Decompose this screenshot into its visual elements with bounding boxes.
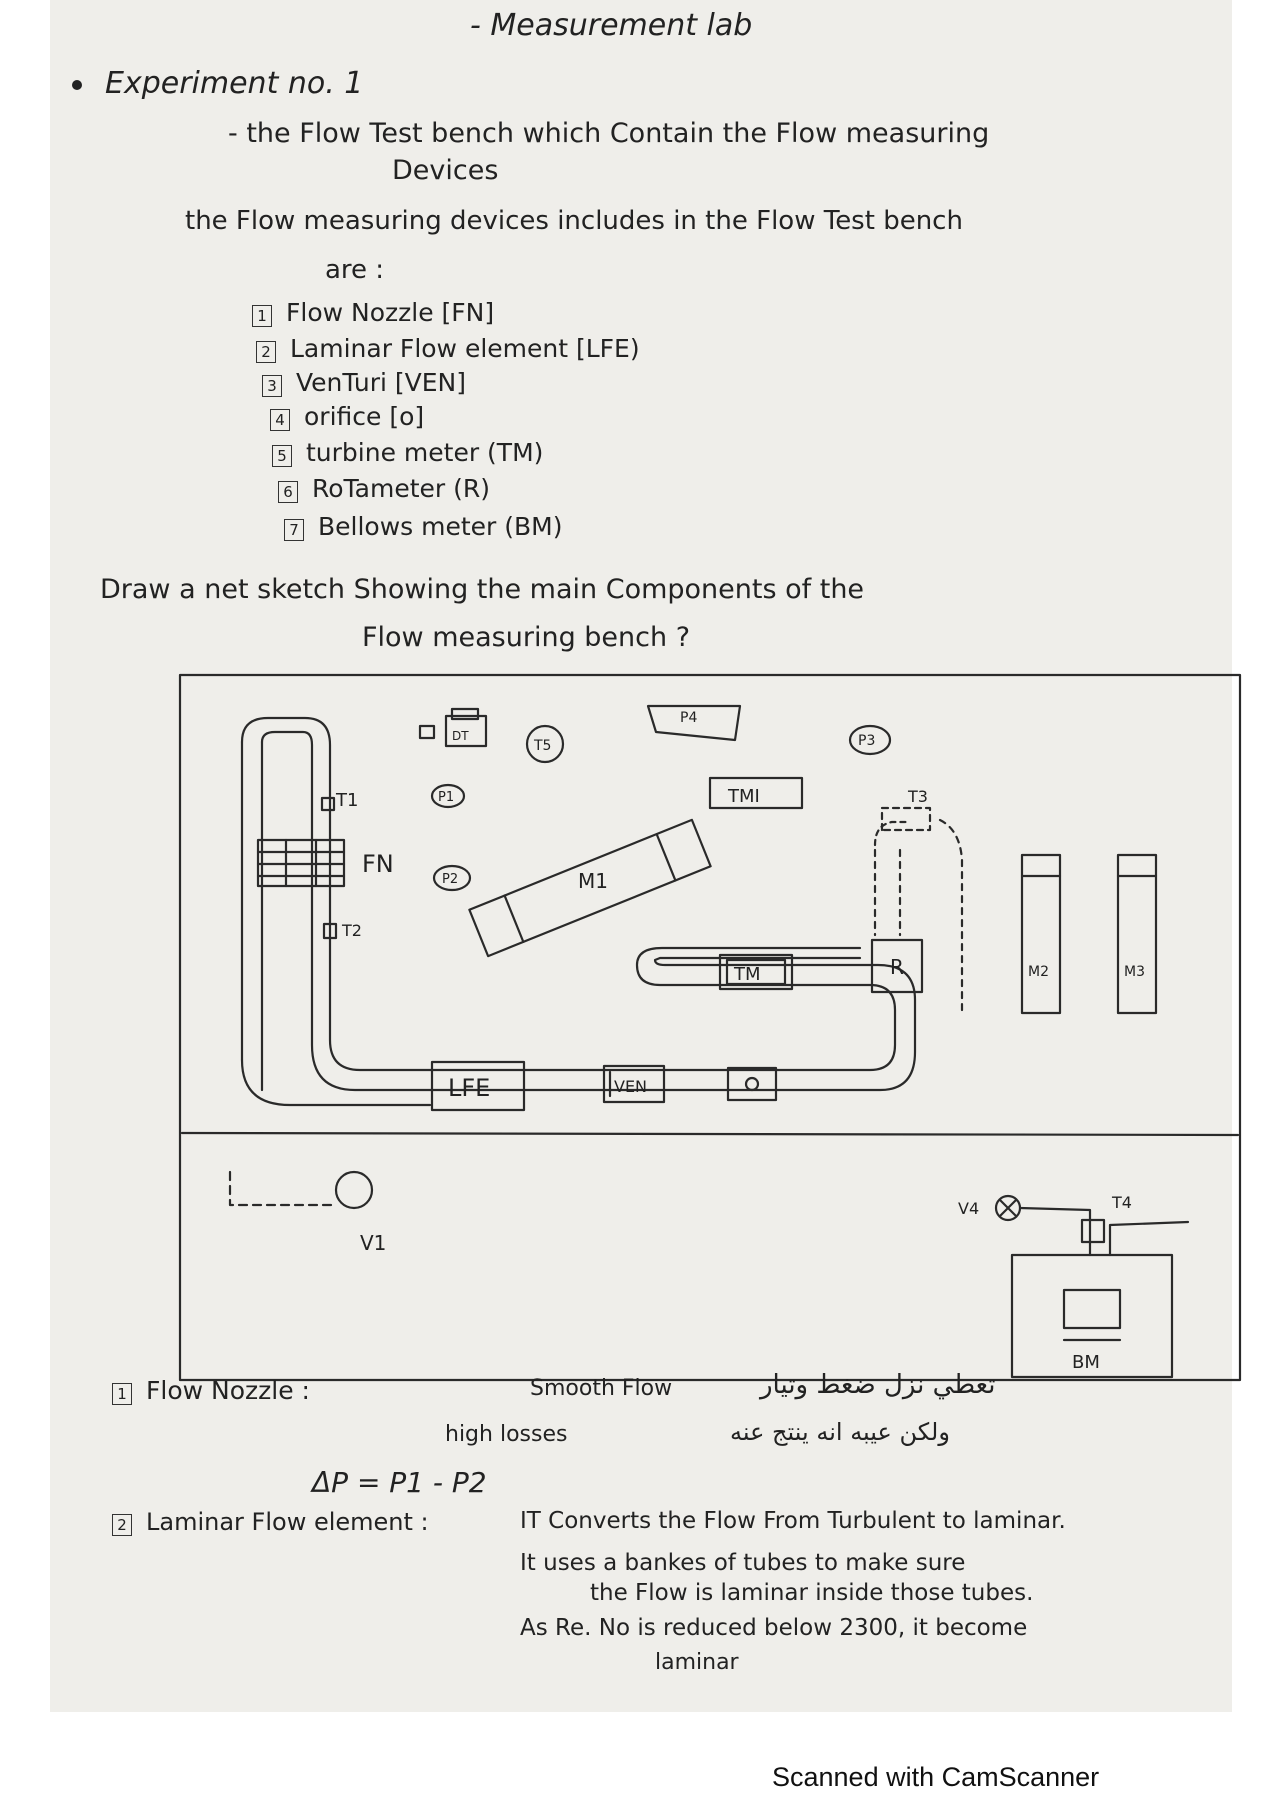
device-item-3: 3 VenTuri [VEN] [262, 368, 466, 397]
p4-box [646, 704, 742, 742]
question-line-2: Flow measuring bench ? [362, 622, 691, 653]
device-number-box: 7 [284, 519, 304, 541]
note-2-line-5: laminar [655, 1650, 739, 1675]
note-2-heading: 2 Laminar Flow element : [112, 1508, 429, 1536]
note-1-title: Flow Nozzle : [146, 1376, 310, 1405]
device-item-6: 6 RoTameter (R) [278, 474, 490, 503]
device-number-box: 4 [270, 409, 290, 431]
label-fn: FN [362, 850, 394, 878]
v1-valve [334, 1170, 374, 1210]
t3-dashed [880, 806, 932, 832]
label-bm: BM [1072, 1352, 1100, 1373]
bench-outline [178, 673, 1242, 1382]
rotameter [870, 938, 924, 994]
page-title: - Measurement lab [470, 8, 753, 43]
device-number-box: 6 [278, 481, 298, 503]
label-t3: T3 [907, 787, 928, 806]
label-lfe: LFE [448, 1074, 490, 1102]
m3-manometer [1116, 853, 1158, 1015]
device-label: Flow Nozzle [FN] [286, 298, 495, 327]
device-label: Bellows meter (BM) [318, 512, 563, 541]
t4-box [1080, 1218, 1106, 1244]
label-v4: V4 [958, 1199, 979, 1218]
device-item-5: 5 turbine meter (TM) [272, 438, 543, 467]
label-m2: M2 [1028, 964, 1049, 980]
intro-line-1: - the Flow Test bench which Contain the … [228, 118, 990, 149]
main-pipe [240, 716, 897, 1072]
dt-small-box [418, 724, 436, 740]
note-number-box: 1 [112, 1383, 132, 1405]
label-r: R [890, 955, 904, 979]
label-t2: T2 [341, 921, 362, 940]
label-p3: P3 [858, 733, 875, 749]
device-item-1: 1 Flow Nozzle [FN] [252, 298, 494, 327]
note-1-equation: ΔP = P1 - P2 [312, 1466, 487, 1499]
device-label: orifice [o] [304, 402, 425, 431]
note-2-line-4: As Re. No is reduced below 2300, it beco… [520, 1615, 1028, 1641]
label-tmi: TMI [727, 786, 760, 807]
t2-sensor [322, 922, 338, 940]
scanner-watermark: Scanned with CamScanner [772, 1762, 1100, 1792]
note-1-high-losses: high losses [445, 1422, 568, 1447]
device-label: RoTameter (R) [312, 474, 491, 503]
note-number-box: 2 [112, 1514, 132, 1536]
t5-circle [525, 724, 565, 764]
device-item-4: 4 orifice [o] [270, 402, 424, 431]
bellows-meter-tank [1010, 1253, 1174, 1379]
label-m1: M1 [578, 869, 608, 893]
note-1-heading: 1 Flow Nozzle : [112, 1376, 310, 1405]
note-1-smooth-flow: Smooth Flow [530, 1376, 673, 1401]
device-item-2: 2 Laminar Flow element [LFE) [256, 334, 640, 363]
bench-divider [180, 1131, 1240, 1137]
note-1-arabic-line-2: ولكن عيبه انه ينتج عنه [730, 1418, 950, 1446]
experiment-heading: Experiment no. 1 [105, 66, 364, 101]
device-number-box: 2 [256, 341, 276, 363]
device-item-7: 7 Bellows meter (BM) [284, 512, 563, 541]
intro-line-2: Devices [392, 155, 499, 186]
label-dt: DT [452, 729, 469, 743]
venturi-box [602, 1064, 666, 1104]
label-m3: M3 [1124, 964, 1145, 980]
device-number-box: 3 [262, 375, 282, 397]
bellows-meter [1062, 1288, 1122, 1330]
p3-circle [848, 724, 892, 756]
note-2-line-1: IT Converts the Flow From Turbulent to l… [520, 1508, 1066, 1534]
orifice-box [726, 1066, 778, 1102]
device-label: turbine meter (TM) [306, 438, 544, 467]
label-v1: V1 [360, 1231, 386, 1255]
label-t4: T4 [1111, 1193, 1132, 1212]
p2-circle [432, 864, 472, 892]
label-p2: P2 [442, 872, 458, 887]
label-p1: P1 [438, 790, 454, 805]
m1-manometer [468, 818, 712, 958]
note-2-line-2: It uses a bankes of tubes to make sure [520, 1550, 966, 1576]
t1-sensor [320, 796, 336, 812]
label-p4: P4 [680, 710, 697, 726]
dt-box [444, 714, 488, 748]
device-label: VenTuri [VEN] [296, 368, 466, 397]
device-number-box: 1 [252, 305, 272, 327]
devices-intro-line-1: the Flow measuring devices includes in t… [185, 206, 963, 236]
note-2-title: Laminar Flow element : [146, 1508, 429, 1536]
main-pipe-inner [260, 730, 917, 1092]
label-tm: TM [733, 964, 761, 985]
bullet-dot [72, 80, 82, 90]
lfe-box [430, 1060, 526, 1112]
label-ven: VEN [614, 1077, 647, 1096]
label-t5: T5 [533, 738, 551, 754]
turbine-meter [718, 953, 794, 991]
device-number-box: 5 [272, 445, 292, 467]
p1-circle [430, 783, 466, 809]
device-label: Laminar Flow element [LFE) [290, 334, 640, 363]
question-line-1: Draw a net sketch Showing the main Compo… [100, 574, 865, 605]
note-1-arabic-line-1: تعطي نزل ضغط وتيار [760, 1370, 996, 1400]
m2-manometer [1020, 853, 1062, 1015]
devices-intro-line-2: are : [325, 255, 385, 285]
tmi-box [708, 776, 804, 810]
note-2-line-3: the Flow is laminar inside those tubes. [590, 1580, 1034, 1606]
label-t1: T1 [335, 790, 358, 811]
